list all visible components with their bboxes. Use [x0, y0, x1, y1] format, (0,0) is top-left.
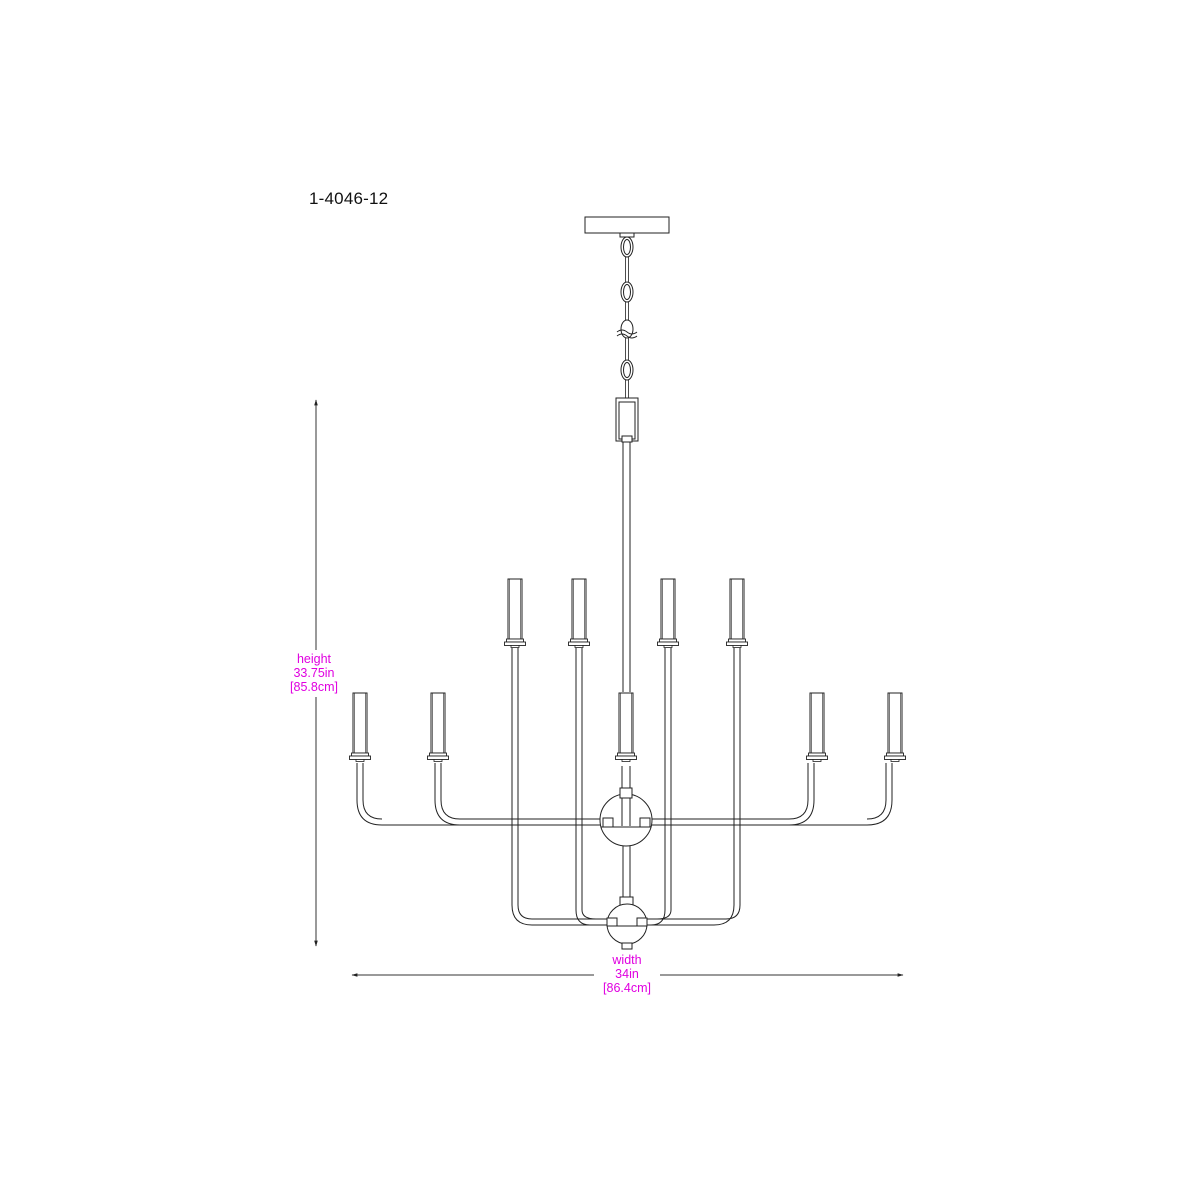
lower-tier-arms — [356, 763, 893, 826]
candle-lower-1 — [349, 692, 371, 762]
width-imperial: 34in — [615, 967, 639, 981]
candle-lower-3 — [615, 692, 637, 762]
width-dimension-label: width 34in [86.4cm] — [594, 953, 660, 995]
height-label-text: height — [296, 652, 332, 666]
canopy — [584, 216, 670, 238]
candle-lower-5 — [884, 692, 906, 762]
upper-candles — [504, 578, 748, 648]
height-dimension-label: height 33.75in [85.8cm] — [281, 652, 347, 694]
model-number-label: 1-4046-12 — [309, 189, 389, 208]
lower-candles — [349, 692, 906, 762]
height-imperial: 33.75in — [293, 666, 335, 680]
candle-upper-4 — [726, 578, 748, 648]
main-stem — [622, 442, 631, 692]
upper-tier-arms — [511, 648, 741, 926]
candle-lower-2 — [427, 692, 449, 762]
width-metric: [86.4cm] — [603, 981, 651, 995]
upper-hub — [599, 766, 653, 847]
candle-upper-2 — [568, 578, 590, 648]
chain — [616, 236, 638, 398]
chain-connector — [615, 397, 639, 443]
candle-lower-4 — [806, 692, 828, 762]
candle-upper-3 — [657, 578, 679, 648]
lower-hub — [606, 846, 648, 950]
candle-upper-1 — [504, 578, 526, 648]
width-label-text: width — [612, 953, 642, 967]
height-metric: [85.8cm] — [290, 680, 338, 694]
